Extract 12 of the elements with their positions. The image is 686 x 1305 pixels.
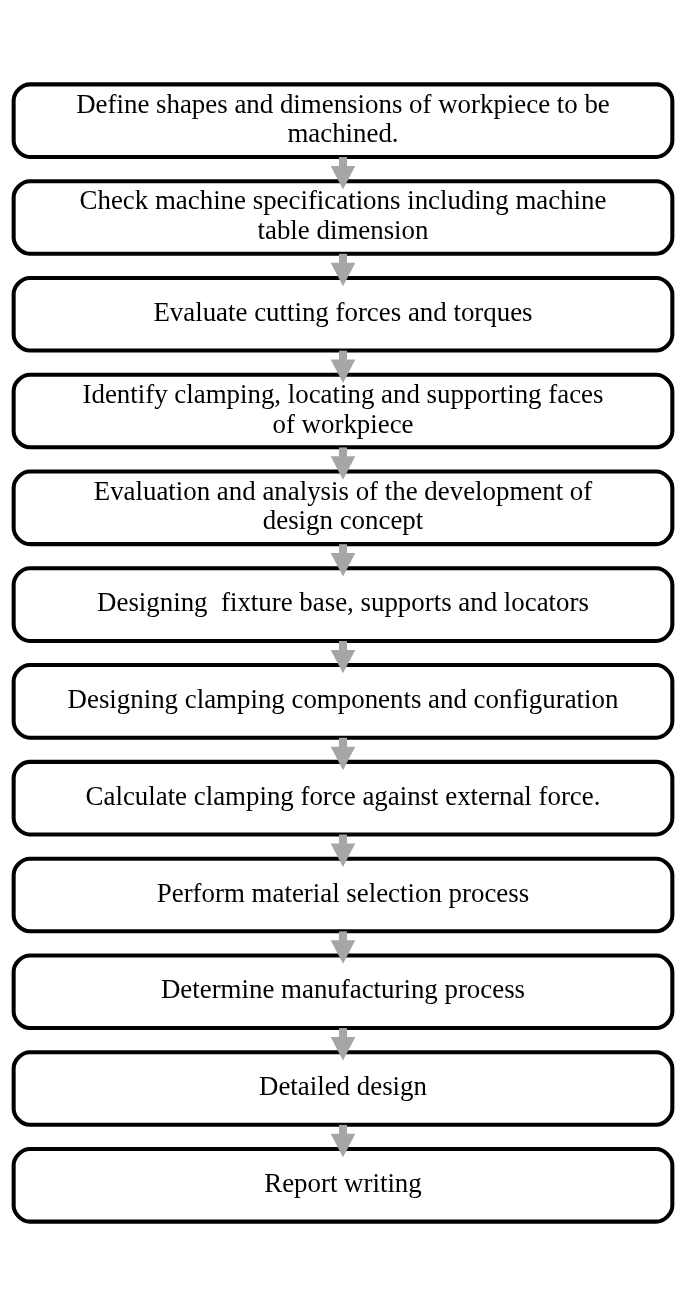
- node-box: Identify clamping, locating and supporting faces of workpiece: [11, 372, 675, 449]
- node-box: Report writing: [11, 1146, 675, 1224]
- node-box: Perform material selection process: [11, 856, 675, 933]
- node-box: Define shapes and dimensions of workpiece to be machined.: [11, 81, 675, 159]
- node-box: Determine manufacturing process: [11, 952, 675, 1030]
- node-box: Calculate clamping force against external force.: [11, 759, 675, 836]
- node-box: Check machine specifications including machine table dimension: [11, 178, 675, 256]
- node-box: Designing fixture base, supports and locators: [11, 565, 675, 643]
- node-box: Designing clamping components and configuration: [11, 662, 675, 740]
- node-box: Evaluation and analysis of the development of design concept: [11, 469, 675, 546]
- node-box: Detailed design: [11, 1049, 675, 1127]
- node-box: Evaluate cutting forces and torques: [11, 275, 675, 353]
